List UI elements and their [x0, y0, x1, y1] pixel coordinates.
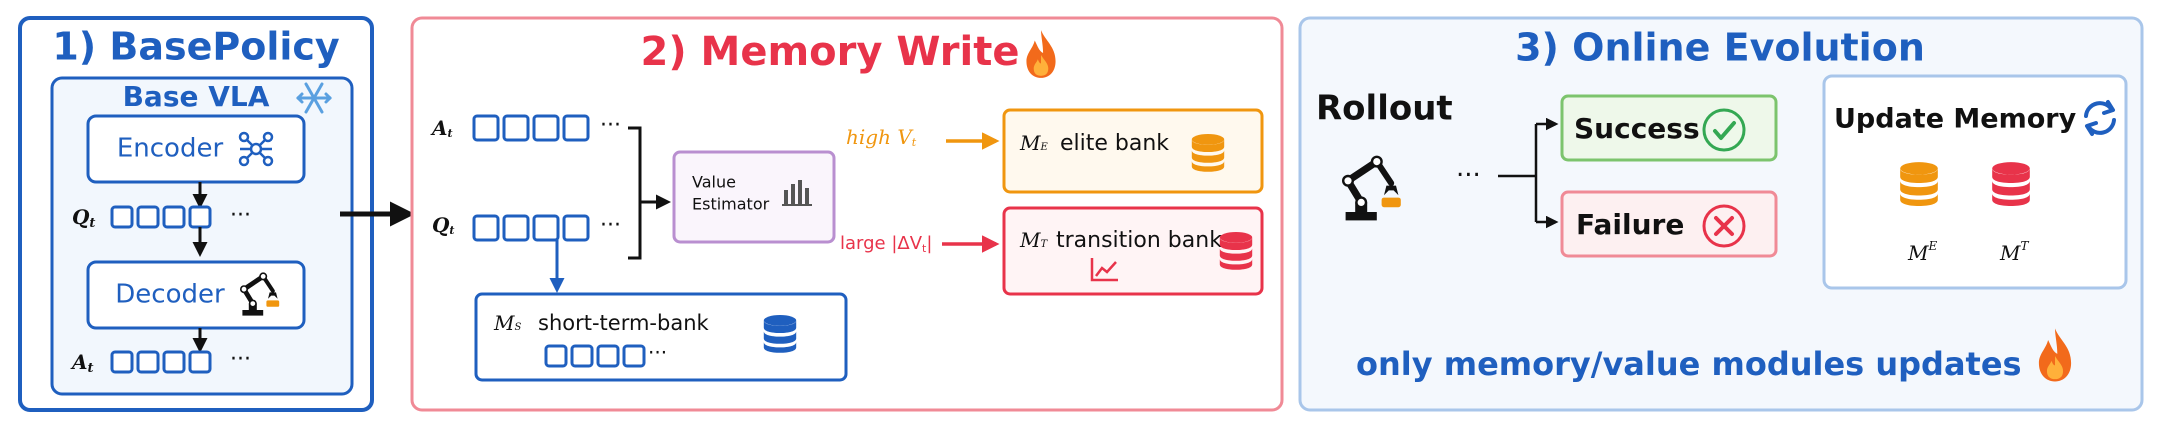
at-token-row	[472, 114, 590, 142]
value-estimator-box	[672, 150, 836, 244]
elite-bank-box	[1002, 108, 1264, 194]
q-label: Qt	[72, 205, 95, 231]
panel-base-policy: 1) BasePolicy Base VLA Encoder Qt ··· De…	[18, 16, 374, 412]
merge-bracket	[628, 126, 642, 260]
check-circle-icon	[1702, 108, 1746, 152]
transition-bank-m: MT	[1019, 228, 1048, 252]
transition-bank-label: transition bank	[1056, 228, 1222, 253]
mt-label: MT	[1999, 239, 2029, 265]
qt-ellipsis: ···	[600, 213, 621, 238]
short-term-bank-label: short-term-bank	[538, 311, 710, 335]
q-ellipsis: ···	[230, 203, 251, 228]
elite-bank-label: elite bank	[1060, 131, 1169, 156]
panel-memory-write: 2) Memory Write At ··· Qt ··· Value Esti…	[410, 16, 1284, 412]
value-estimator-line1: Value	[692, 173, 736, 192]
panel1-title: 1) BasePolicy	[52, 25, 340, 69]
panel-online-evolution: 3) Online Evolution Rollout ··· Success …	[1298, 16, 2144, 412]
me-label: ME	[1907, 239, 1937, 265]
rollout-ellipsis: ···	[1456, 161, 1481, 191]
elite-bank-m: ME	[1019, 131, 1048, 155]
panel3-title: 3) Online Evolution	[1515, 26, 1925, 70]
success-box	[1560, 94, 1778, 162]
short-term-ellipsis: ···	[648, 341, 667, 365]
decoder-label: Decoder	[115, 280, 225, 310]
value-estimator-line2: Estimator	[692, 195, 770, 214]
a-token-row	[110, 350, 212, 374]
high-v-label: high Vt	[846, 125, 917, 150]
large-dv-label: large |ΔVt|	[840, 233, 932, 255]
encoder-label: Encoder	[117, 134, 224, 164]
a-ellipsis: ···	[230, 347, 251, 372]
rollout-label: Rollout	[1316, 89, 1453, 129]
bar-chart-icon	[782, 180, 812, 206]
q-token-row	[110, 205, 212, 229]
qt-label: Qt	[432, 213, 455, 238]
trend-icon	[1090, 258, 1118, 282]
failure-box	[1560, 190, 1778, 258]
success-label: Success	[1574, 112, 1700, 145]
short-term-bank-m: MS	[493, 311, 521, 335]
short-term-bank-box	[474, 292, 848, 382]
short-term-token-row	[544, 344, 646, 368]
transition-bank-box	[1002, 206, 1264, 296]
network-icon	[238, 131, 274, 167]
footer-text: only memory/value modules updates	[1356, 345, 2022, 383]
a-label: At	[70, 350, 94, 376]
snowflake-icon	[296, 82, 332, 114]
failure-label: Failure	[1576, 208, 1684, 241]
panel2-title: 2) Memory Write	[641, 29, 1020, 75]
qt-token-row	[472, 214, 590, 242]
refresh-icon	[2084, 100, 2116, 136]
encoder-box	[86, 114, 306, 184]
at-label: At	[430, 116, 453, 141]
update-memory-box	[1822, 74, 2128, 290]
at-ellipsis: ···	[600, 113, 621, 138]
base-vla-label: Base VLA	[123, 80, 270, 113]
update-memory-label: Update Memory	[1834, 104, 2077, 135]
x-circle-icon	[1702, 204, 1746, 248]
